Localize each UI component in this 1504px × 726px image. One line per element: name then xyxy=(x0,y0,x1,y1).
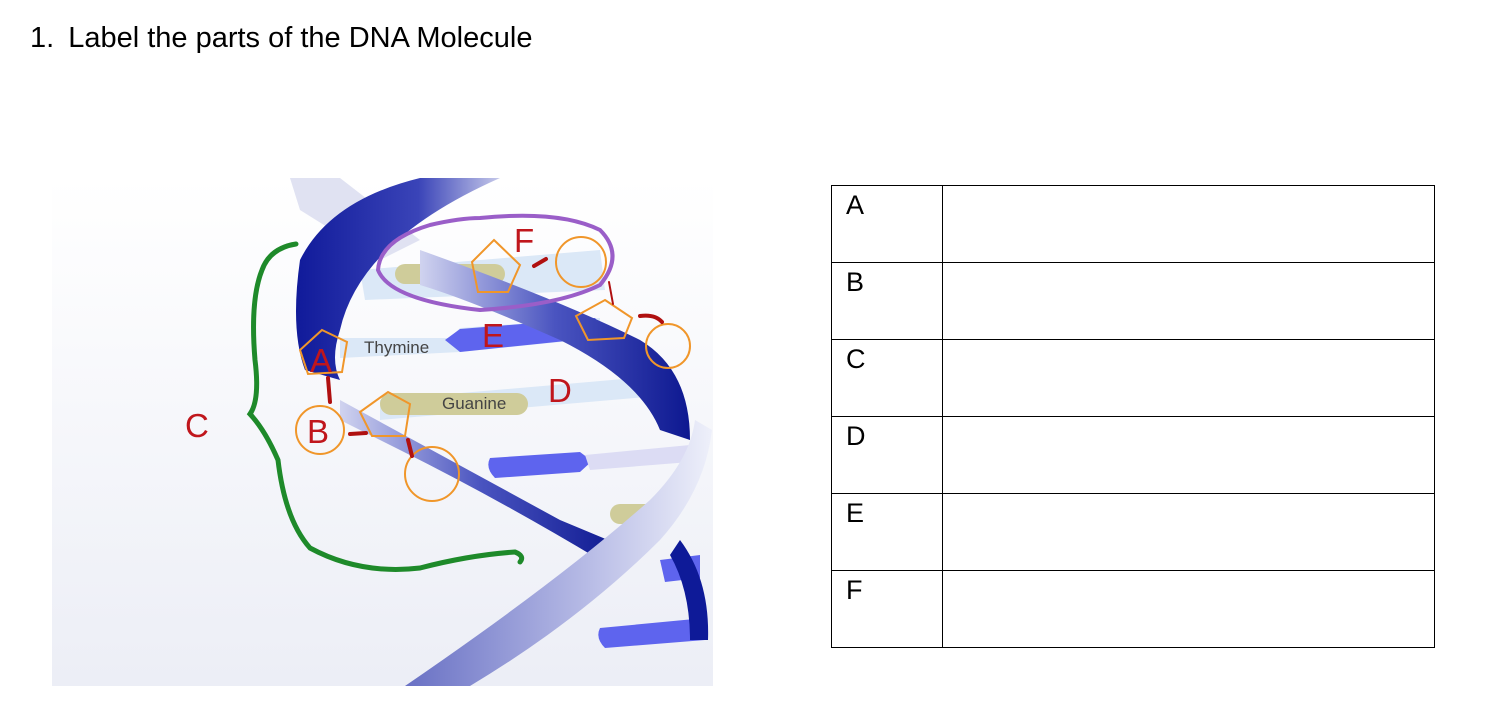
answer-cell[interactable] xyxy=(942,262,1435,340)
nucleotide-loop-f xyxy=(375,213,615,313)
answer-cell[interactable] xyxy=(942,416,1435,494)
backbone-dark-upper xyxy=(296,178,500,380)
table-row: B xyxy=(831,262,1435,340)
answer-cell[interactable] xyxy=(942,493,1435,571)
question-text: Label the parts of the DNA Molecule xyxy=(68,22,533,54)
phosphate-circle-b xyxy=(295,405,345,455)
row-letter: E xyxy=(831,493,943,571)
label-b: B xyxy=(307,413,329,450)
label-f: F xyxy=(514,222,534,259)
row-letter: C xyxy=(831,339,943,417)
backbone-dark-bottom xyxy=(670,540,709,640)
answer-cell[interactable] xyxy=(942,185,1435,263)
row-letter: A xyxy=(831,185,943,263)
base-label-guanine: Guanine xyxy=(442,394,506,413)
base-bar-lower xyxy=(488,452,592,478)
phosphate-circle xyxy=(645,323,691,369)
question-number: 1. xyxy=(30,22,55,54)
base-guanine-bar xyxy=(380,393,528,415)
sugar-pentagon-a xyxy=(298,328,349,376)
label-a: A xyxy=(310,342,332,379)
bond-line xyxy=(532,257,548,268)
table-row: C xyxy=(831,339,1435,417)
base-bar-bottom xyxy=(598,618,705,648)
bond-line xyxy=(406,438,414,458)
base-bar-lower-right xyxy=(585,445,690,470)
phosphate-circle xyxy=(555,236,607,288)
bracket-c xyxy=(246,241,525,572)
sugar-pentagon xyxy=(574,298,634,342)
answer-cell[interactable] xyxy=(942,570,1435,648)
bond-line xyxy=(608,281,614,305)
row-letter: B xyxy=(831,262,943,340)
label-e: E xyxy=(482,317,504,354)
table-row: A xyxy=(831,185,1435,263)
question-title: 1. Label the parts of the DNA Molecule xyxy=(30,22,532,55)
label-c: C xyxy=(185,407,209,444)
answer-table: A B C D E F xyxy=(831,185,1435,648)
sugar-pentagon xyxy=(358,390,412,437)
bond-line xyxy=(326,376,332,404)
phosphate-circle xyxy=(404,446,460,502)
table-row: E xyxy=(831,493,1435,571)
sugar-pentagon xyxy=(470,238,522,293)
row-letter: F xyxy=(831,570,943,648)
table-row: F xyxy=(831,570,1435,648)
backbone-dark-middle xyxy=(420,250,690,440)
table-row: D xyxy=(831,416,1435,494)
label-d: D xyxy=(548,372,572,409)
row-letter: D xyxy=(831,416,943,494)
bond-line xyxy=(638,313,664,324)
answer-cell[interactable] xyxy=(942,339,1435,417)
bond-line xyxy=(348,431,368,436)
dna-diagram: A B C D E F Thymine Guanine xyxy=(52,178,713,686)
base-label-thymine: Thymine xyxy=(364,338,429,357)
